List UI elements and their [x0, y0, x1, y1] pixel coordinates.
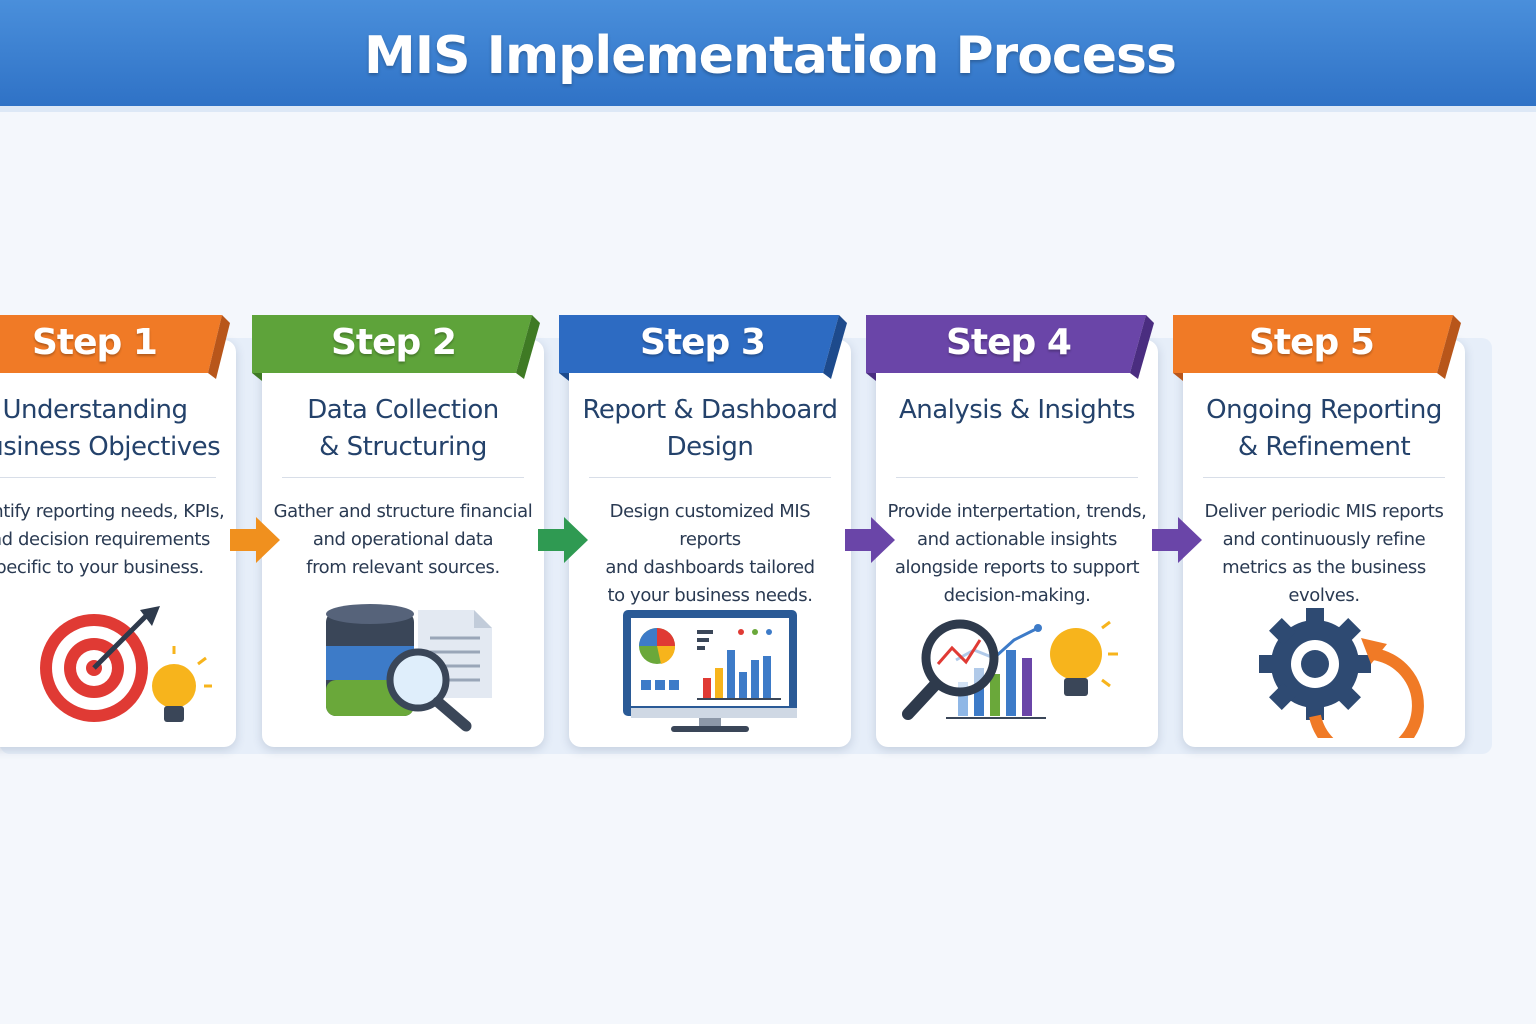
- header-banner: MIS Implementation Process: [0, 0, 1536, 112]
- step-description: Design customized MIS reports and dashbo…: [605, 501, 815, 606]
- step-description: Provide interpertation, trends, and acti…: [887, 501, 1147, 606]
- step-ribbon-4: [866, 315, 1154, 381]
- step-description: Gather and structure financial and opera…: [273, 501, 533, 578]
- step-label-4: Step 4: [946, 322, 1072, 363]
- monitor-dashboard-icon: [623, 610, 797, 732]
- magnifier-chart-lightbulb-icon: [902, 619, 1118, 720]
- step-ribbon-1: [0, 315, 230, 379]
- arrow-right-icon: [230, 517, 280, 563]
- step-card-2: Data Collection & Structuring Gather and…: [262, 340, 544, 747]
- arrow-right-icon: [538, 517, 588, 563]
- step-ribbon-2: [252, 315, 540, 381]
- step-title: Report & Dashboard Design: [582, 395, 838, 462]
- arrow-right-icon: [1152, 517, 1202, 563]
- step-card-5: Ongoing Reporting & Refinement Deliver p…: [1183, 340, 1465, 747]
- step-label-5: Step 5: [1249, 322, 1375, 363]
- divider: [1203, 477, 1445, 478]
- gear-refresh-icon: [1259, 608, 1424, 738]
- step-title: Data Collection & Structuring: [307, 395, 499, 462]
- step-title: Analysis & Insights: [898, 395, 1136, 425]
- divider: [589, 477, 831, 478]
- step-label-2: Step 2: [331, 322, 457, 363]
- step-label-1: Step 1: [32, 322, 158, 363]
- divider: [0, 477, 216, 478]
- step-card-4: Analysis & Insights Provide interpertati…: [876, 340, 1158, 747]
- divider: [896, 477, 1138, 478]
- database-document-magnifier-icon: [326, 604, 492, 732]
- step-label-3: Step 3: [640, 322, 766, 363]
- step-card-3: Report & Dashboard Design Design customi…: [569, 340, 851, 747]
- step-ribbon-3: [559, 315, 847, 381]
- step-title: Ongoing Reporting & Refinement: [1206, 395, 1442, 462]
- step-ribbon-5: [1173, 315, 1461, 381]
- arrow-right-icon: [845, 517, 895, 563]
- target-lightbulb-icon: [40, 606, 212, 722]
- divider: [282, 477, 524, 478]
- step-description: Deliver periodic MIS reports and continu…: [1204, 501, 1444, 606]
- step-description: Identify reporting needs, KPIs, and deci…: [0, 501, 225, 578]
- step-card-1: Understanding Business Objectives Identi…: [0, 340, 236, 747]
- page-title: MIS Implementation Process: [364, 26, 1177, 86]
- step-title: Understanding Business Objectives: [0, 395, 221, 462]
